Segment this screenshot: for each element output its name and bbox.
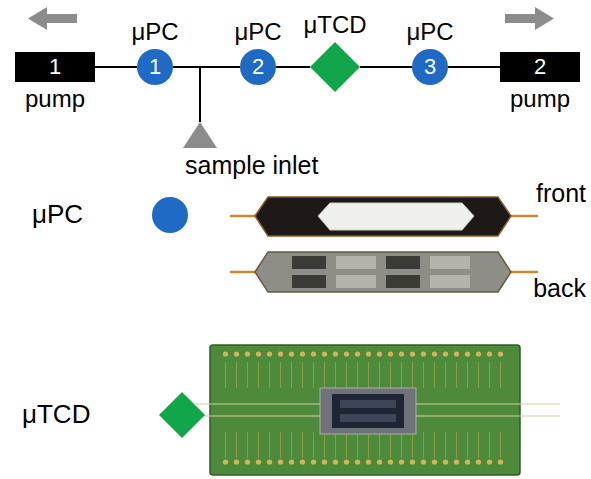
pump-box: 2pump	[500, 52, 580, 82]
circle-fill	[137, 49, 173, 85]
column-circle: 3μPC	[412, 49, 448, 85]
label-group: μPC	[131, 19, 178, 45]
legend-swatch	[152, 197, 188, 233]
legend-text: μTCD	[22, 400, 90, 429]
pump-number: 2	[534, 55, 546, 79]
diamond-shape	[310, 42, 360, 92]
swatch-fill	[159, 392, 205, 438]
shape-box: 1	[137, 49, 173, 85]
swatch-fill	[152, 197, 188, 233]
column-number: 1	[149, 55, 161, 79]
pump-rect: 1	[15, 52, 95, 82]
sample-inlet: sample inlet	[183, 122, 217, 148]
view-label-text: back	[533, 275, 586, 303]
pump-label: pump	[25, 86, 85, 112]
pcb-board	[188, 345, 560, 475]
flow-arrow	[28, 7, 554, 30]
shape-box	[310, 42, 360, 92]
pipe-connector	[360, 66, 412, 68]
column-circle: 2μPC	[240, 49, 276, 85]
label-group: sample inlet	[185, 152, 318, 180]
part-label: μPC	[406, 19, 453, 45]
detector-diamond: μTCD	[310, 42, 360, 92]
pump-label: pump	[510, 86, 570, 112]
part-label: μPC	[234, 19, 281, 45]
triangle-fill	[183, 122, 217, 148]
label-group: pump	[510, 86, 570, 112]
label-group: μPC	[234, 19, 281, 45]
column-circle: 1μPC	[137, 49, 173, 85]
legend-entry: μTCD	[22, 400, 90, 429]
column-number: 2	[252, 55, 264, 79]
pipe-connector	[173, 67, 200, 122]
pipe-connector	[448, 66, 500, 68]
pipe-connector	[200, 67, 240, 122]
shape-box: 2	[240, 49, 276, 85]
pump-rect: 2	[500, 52, 580, 82]
chip-back	[230, 252, 538, 292]
inlet-triangle	[183, 122, 217, 148]
legend-entry: μPC	[32, 200, 83, 229]
part-label: μTCD	[303, 12, 366, 38]
label-group: pump	[25, 86, 85, 112]
pump-number: 1	[49, 55, 61, 79]
column-number: 3	[424, 55, 436, 79]
view-label: back	[533, 275, 586, 303]
view-label: front	[536, 180, 586, 208]
shape-box: 3	[412, 49, 448, 85]
label-group: μTCD	[303, 12, 366, 38]
pump-box: 1pump	[15, 52, 95, 82]
inlet-label: sample inlet	[185, 152, 318, 180]
legend-swatch	[159, 392, 205, 438]
view-label-text: front	[536, 180, 586, 208]
circle-fill	[240, 49, 276, 85]
pipe-connector	[95, 66, 137, 68]
pipe-connector	[276, 66, 310, 68]
part-label: μPC	[131, 19, 178, 45]
circle-fill	[412, 49, 448, 85]
label-group: μPC	[406, 19, 453, 45]
legend-text: μPC	[32, 200, 83, 229]
diamond-fill	[310, 42, 360, 92]
chip-front	[230, 197, 538, 236]
